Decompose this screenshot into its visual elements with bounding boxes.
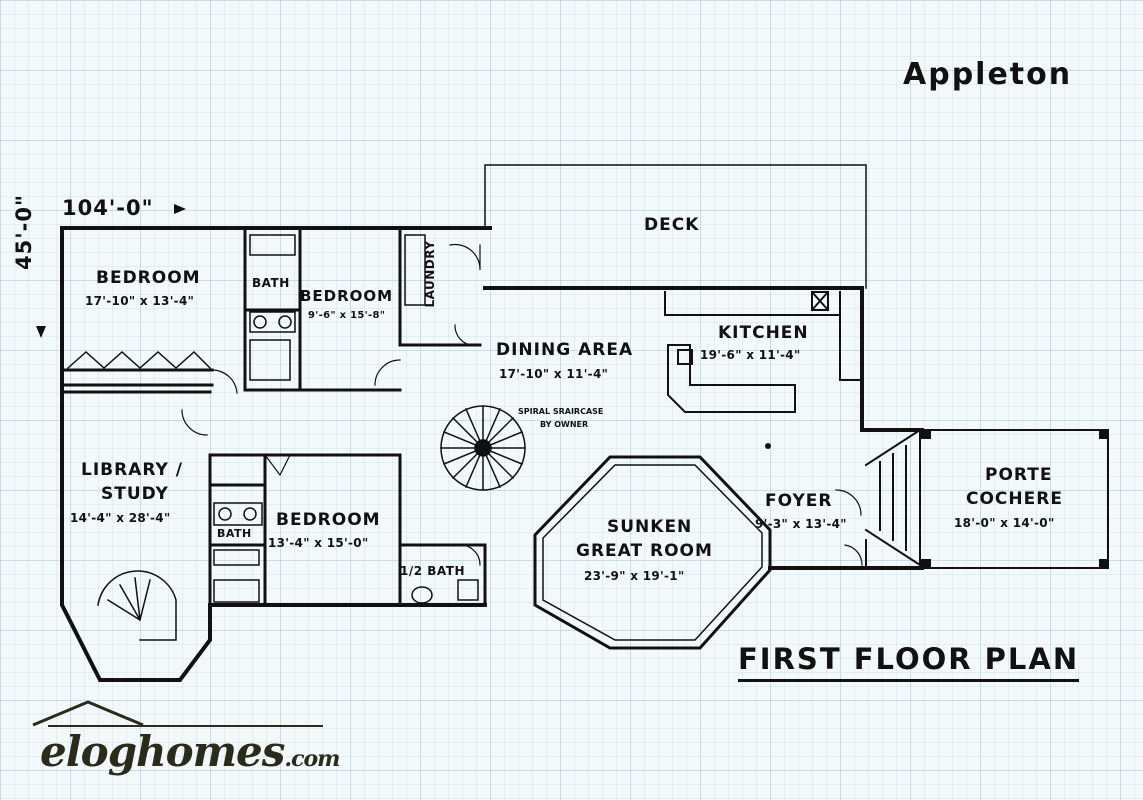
deck-name: DECK <box>644 215 700 235</box>
foyer-name: FOYER <box>765 491 833 511</box>
kitchen-counter <box>664 290 863 413</box>
great-room-name-line2: GREAT ROOM <box>576 541 713 561</box>
logo-main-text: eloghomes <box>40 727 285 776</box>
porte-cochere-name-line2: COCHERE <box>966 489 1063 509</box>
plan-name: Appleton <box>903 57 1073 92</box>
interior-walls <box>60 226 487 607</box>
foyer-post <box>765 443 771 449</box>
porte-cochere-name-line1: PORTE <box>985 465 1053 485</box>
porte-cochere-outline <box>921 429 1109 569</box>
library-name-line2: STUDY <box>101 484 169 504</box>
dining-dims: 17'-10" x 11'-4" <box>499 367 609 381</box>
logo-domain-text: .com <box>284 746 340 772</box>
foyer-stairs <box>864 428 921 569</box>
overall-depth-dimension: 45'-0" <box>12 194 36 270</box>
spiral-stair-note-line2: BY OWNER <box>540 420 589 429</box>
porte-cochere-dims: 18'-0" x 14'-0" <box>954 516 1055 530</box>
dining-name: DINING AREA <box>496 340 634 360</box>
great-room-dims: 23'-9" x 19'-1" <box>584 569 685 583</box>
foyer-dims: 9'-3" x 13'-4" <box>755 517 847 531</box>
library-name-line1: LIBRARY / <box>81 460 183 480</box>
width-arrow-icon <box>174 204 186 214</box>
spiral-stair-note-line1: SPIRAL SRAIRCASE <box>518 407 604 416</box>
fixtures <box>213 234 479 604</box>
bedroom3-dims: 13'-4" x 15'-0" <box>268 536 369 550</box>
floor-plan-title: FIRST FLOOR PLAN <box>738 642 1080 682</box>
bedroom2-dims: 9'-6" x 15'-8" <box>308 310 386 321</box>
library-dims: 14'-4" x 28'-4" <box>70 511 171 525</box>
eloghomes-logo <box>32 700 323 727</box>
library-spiral-stair <box>97 570 177 641</box>
bath2-name: BATH <box>217 527 252 540</box>
half-bath-name: 1/2 BATH <box>400 564 465 578</box>
bedroom1-name: BEDROOM <box>96 268 201 288</box>
great-room-name-line1: SUNKEN <box>607 517 693 537</box>
deck-outline <box>484 164 867 289</box>
logo-text: eloghomes.com <box>40 727 340 776</box>
spiral-staircase <box>440 405 526 491</box>
kitchen-dims: 19'-6" x 11'-4" <box>700 348 801 362</box>
laundry-name: LAUNDRY <box>423 240 437 308</box>
overall-width-dimension: 104'-0" <box>62 196 154 220</box>
bedroom1-dims: 17'-10" x 13'-4" <box>85 294 195 308</box>
great-room-octagon <box>533 455 772 650</box>
bedroom3-name: BEDROOM <box>276 510 381 530</box>
bedroom2-name: BEDROOM <box>300 287 394 305</box>
kitchen-name: KITCHEN <box>718 323 809 343</box>
bath1-name: BATH <box>252 276 290 290</box>
exterior-walls <box>60 226 924 682</box>
depth-arrow-icon <box>36 326 46 338</box>
house-roof-icon <box>32 700 144 727</box>
door-swings <box>181 243 863 566</box>
